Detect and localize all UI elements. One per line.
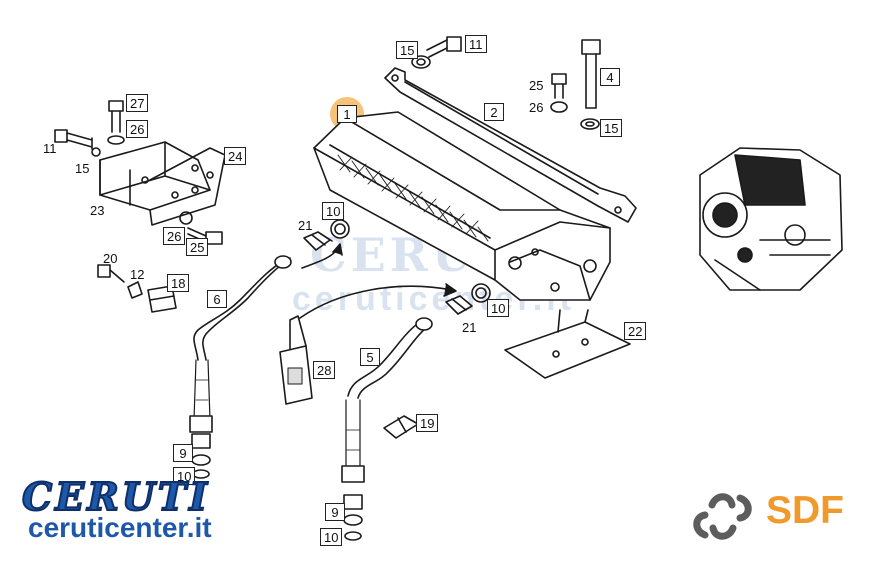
part-label-22[interactable]: 22 [624,322,647,340]
engine-thumbnail [699,147,843,291]
bolt-11-top[interactable] [411,36,462,69]
part-label-25a[interactable]: 25 [529,78,544,93]
bolt-20[interactable] [97,264,125,283]
pipe-5[interactable] [341,317,433,541]
part-label-1[interactable]: 1 [337,105,357,123]
sdf-logo-text: SDF [766,489,844,532]
bolt-27[interactable] [107,100,125,145]
ceruti-url[interactable]: ceruticenter.it [28,512,212,543]
part-label-4[interactable]: 4 [600,68,620,86]
clip-12[interactable] [127,281,143,299]
part-label-10b[interactable]: 10 [487,299,510,317]
mounting-bracket[interactable] [99,141,226,226]
arrow-upper-head [332,243,343,256]
part-label-21b[interactable]: 21 [462,320,477,335]
arrow-lower-head [443,283,457,297]
part-label-21a[interactable]: 21 [298,218,313,233]
part-label-11b[interactable]: 11 [465,35,487,53]
fitting-21-upper[interactable] [303,219,350,251]
part-label-25b[interactable]: 25 [186,238,209,256]
bolt-11-left[interactable] [54,129,101,157]
part-label-15c[interactable]: 15 [600,119,623,137]
part-label-28[interactable]: 28 [313,361,336,379]
part-label-12[interactable]: 12 [130,267,145,282]
part-label-11a[interactable]: 11 [43,141,57,156]
part-label-9b[interactable]: 9 [325,503,345,521]
oil-cooler[interactable] [313,111,611,301]
bolt-25-top[interactable] [550,73,568,113]
part-label-26c[interactable]: 26 [163,227,186,245]
part-label-10c[interactable]: 10 [173,467,196,485]
part-label-6[interactable]: 6 [207,290,227,308]
part-label-23[interactable]: 23 [90,203,105,218]
part-label-15b[interactable]: 15 [396,41,419,59]
part-label-18[interactable]: 18 [167,274,190,292]
clamp-18[interactable] [147,285,177,313]
sdf-logo-icon [693,493,752,540]
part-label-5[interactable]: 5 [360,348,380,366]
part-label-10a[interactable]: 10 [322,202,345,220]
part-label-19[interactable]: 19 [416,414,439,432]
sealant-tube[interactable] [279,315,313,405]
arrow-upper [301,247,339,269]
ceruti-logo: CERUTI [21,473,210,520]
part-label-9a[interactable]: 9 [173,444,193,462]
fitting-21-lower[interactable] [445,283,491,315]
part-label-26b[interactable]: 26 [126,120,149,138]
bolt-4[interactable] [580,39,601,130]
arrow-lower [299,285,453,319]
part-label-24[interactable]: 24 [224,147,247,165]
clamp-19[interactable] [383,415,419,439]
bracket-rail[interactable] [384,67,637,223]
part-label-20[interactable]: 20 [103,251,118,266]
pipe-6[interactable] [189,255,292,479]
part-label-27[interactable]: 27 [126,94,149,112]
part-label-2[interactable]: 2 [484,103,504,121]
mounting-plate[interactable] [504,309,631,379]
part-label-26a[interactable]: 26 [529,100,544,115]
part-label-15a[interactable]: 15 [75,161,90,176]
part-label-10d[interactable]: 10 [320,528,343,546]
